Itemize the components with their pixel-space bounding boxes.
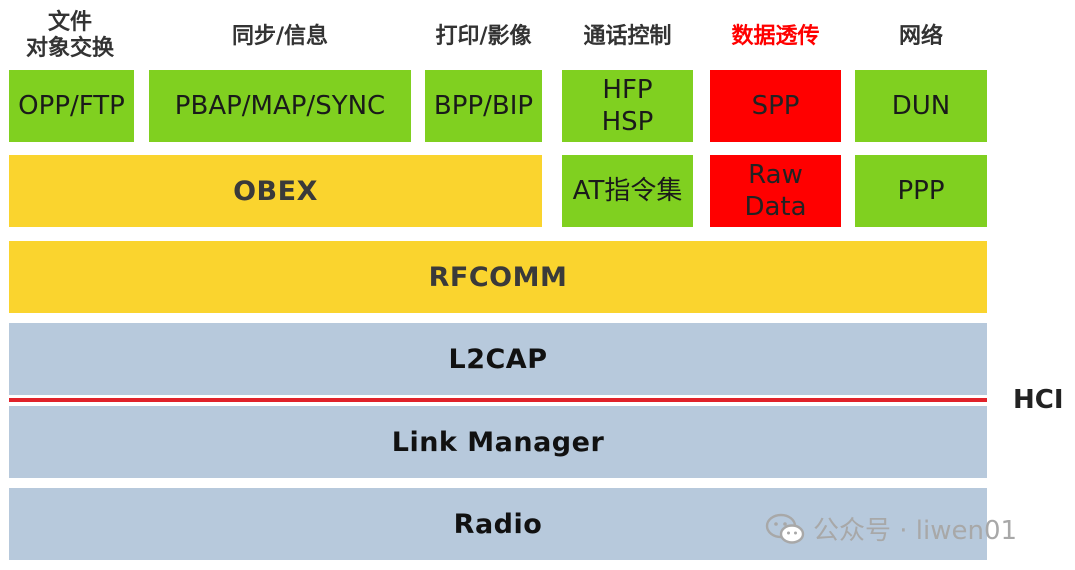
header-data-passthrough: 数据透传 xyxy=(710,24,841,50)
wechat-icon xyxy=(765,513,805,544)
profile-label: OPP/FTP xyxy=(18,91,125,121)
profile-hfp-hsp: HFP HSP xyxy=(562,70,693,142)
profile-label: DUN xyxy=(891,91,951,121)
profile-pbap-map-sync: PBAP/MAP/SYNC xyxy=(149,70,411,142)
profile-label: PBAP/MAP/SYNC xyxy=(174,91,386,121)
layer-link-manager: Link Manager xyxy=(9,406,987,478)
profile-label: SPP xyxy=(751,91,800,121)
header-line: 同步/信息 xyxy=(231,24,329,49)
protocol-obex: OBEX xyxy=(9,155,542,227)
watermark: 公众号 · liwen01 xyxy=(765,510,1017,547)
profile-label: HFP xyxy=(602,75,653,105)
header-print-image: 打印/影像 xyxy=(425,24,542,50)
protocol-ppp: PPP xyxy=(855,155,987,227)
protocol-at-commands: AT指令集 xyxy=(562,155,693,227)
profile-label: BPP/BIP xyxy=(433,91,534,121)
protocol-label: OBEX xyxy=(233,175,318,207)
header-file-object-exchange: 文件 对象交换 xyxy=(9,10,131,62)
layer-label: RFCOMM xyxy=(428,261,568,293)
layer-label: Link Manager xyxy=(391,426,605,458)
header-network: 网络 xyxy=(855,24,987,50)
header-line: 打印/影像 xyxy=(435,24,532,49)
profile-label: HSP xyxy=(601,107,654,137)
layer-l2cap: L2CAP xyxy=(9,323,987,395)
header-line: 网络 xyxy=(898,24,943,49)
profile-bpp-bip: BPP/BIP xyxy=(425,70,542,142)
watermark-text: 公众号 · liwen01 xyxy=(813,516,1018,546)
profile-dun: DUN xyxy=(855,70,987,142)
protocol-label: Data xyxy=(744,192,807,222)
layer-radio: Radio xyxy=(9,488,987,560)
header-sync-info: 同步/信息 xyxy=(149,24,411,50)
layer-label: L2CAP xyxy=(448,343,548,375)
profile-spp: SPP xyxy=(710,70,841,142)
header-call-control: 通话控制 xyxy=(562,24,693,50)
profile-opp-ftp: OPP/FTP xyxy=(9,70,134,142)
layer-rfcomm: RFCOMM xyxy=(9,241,987,313)
protocol-label: Raw xyxy=(748,160,803,190)
protocol-label: AT指令集 xyxy=(572,176,683,206)
layer-label: Radio xyxy=(453,508,543,540)
protocol-raw-data: Raw Data xyxy=(710,155,841,227)
header-line: 通话控制 xyxy=(583,24,672,49)
header-line: 文件 xyxy=(47,10,92,35)
header-line: 对象交换 xyxy=(25,36,114,61)
hci-divider-line xyxy=(9,398,987,402)
header-line: 数据透传 xyxy=(731,24,820,49)
protocol-label: PPP xyxy=(897,176,945,206)
hci-label: HCI xyxy=(1013,385,1064,415)
